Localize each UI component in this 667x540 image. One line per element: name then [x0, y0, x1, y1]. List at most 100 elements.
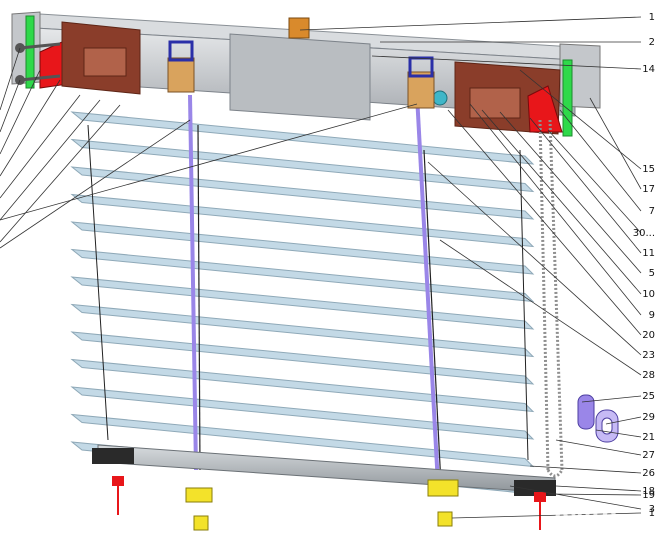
callout-leader: [499, 111, 642, 274]
stopper-left-bottom: [193, 515, 209, 531]
callout-leader-left: [0, 79, 61, 177]
callout-labels: 12141517730...11510920232825292127261831…: [633, 12, 655, 519]
orange-fixture: [288, 17, 310, 39]
end-cap-bottom-left: [92, 448, 134, 464]
callout-leader: [559, 109, 642, 212]
red-end-cap-right: [527, 85, 563, 133]
rod-lower-left: [19, 74, 61, 82]
callout-label: 28: [642, 370, 655, 381]
callout-label: 30...: [633, 228, 655, 239]
slat: [70, 386, 535, 440]
slat: [70, 138, 535, 193]
ladder-cord-far-left: [87, 124, 109, 441]
callout-label: 1: [649, 508, 655, 519]
callout-leader-left: [0, 47, 21, 111]
red-pin-left: [112, 476, 124, 486]
ladder-cord-far-right: [519, 149, 529, 461]
callout-label: 27: [642, 450, 655, 461]
callout-label: 2: [649, 37, 655, 48]
ladder-string-right: [415, 94, 440, 486]
tape-clip-left: [168, 40, 194, 62]
callout-leader: [451, 512, 642, 519]
red-pin-right: [534, 492, 546, 502]
callout-leader: [589, 97, 642, 190]
callout-label: 15: [642, 164, 655, 175]
bead-chain-loop: [546, 469, 564, 478]
green-end-cap-right: [562, 59, 573, 137]
watermark-text: Avito: [553, 503, 617, 528]
callout-label: 29: [642, 412, 655, 423]
callout-leader: [299, 16, 642, 31]
callout-label: 5: [649, 268, 655, 279]
tilt-mechanism-right: [432, 61, 563, 135]
tilt-wheel-icon: [432, 90, 448, 106]
slat: [70, 358, 535, 413]
callout-leader: [555, 439, 642, 456]
callout-label: 18: [642, 486, 655, 497]
callout-leader: [529, 465, 642, 474]
callout-leader-left: [0, 103, 418, 221]
callout-label: 3: [649, 504, 655, 515]
callout-leaders: [0, 16, 642, 519]
callout-leader: [555, 485, 642, 492]
bottom-rail: [92, 444, 556, 496]
callout-leader: [439, 239, 642, 376]
callout-leader-left: [0, 104, 121, 243]
tape-carrier-right: [407, 71, 435, 109]
bottom-rail-body: [97, 444, 556, 494]
gear-box-right: [469, 87, 521, 119]
slat: [70, 248, 535, 303]
bead-chain-line-a: [538, 119, 550, 471]
stopper-left-top: [185, 487, 213, 503]
callout-leader: [547, 129, 642, 234]
rod-upper-left: [19, 42, 61, 50]
bead-chain: [538, 119, 564, 478]
callout-label: 9: [649, 310, 655, 321]
callout-leader: [509, 485, 642, 510]
callout-label: 26: [642, 468, 655, 479]
ladder-strings: [87, 94, 529, 486]
callout-leader: [547, 493, 642, 496]
callout-leader-left: [0, 99, 101, 221]
gear-box-left: [83, 47, 127, 77]
callout-leader: [595, 429, 642, 438]
callout-label: 1: [649, 12, 655, 23]
callout-leader: [469, 103, 642, 316]
callout-leader: [529, 117, 642, 254]
stopper-right-bottom: [437, 511, 453, 527]
slats-group: [70, 111, 535, 495]
chain-connector: [577, 394, 619, 443]
callout-label: 17: [642, 184, 655, 195]
callout-leader: [605, 416, 642, 425]
stopper-right-top: [427, 479, 459, 497]
callout-label: 7: [649, 206, 655, 217]
callout-label: 11: [642, 248, 655, 259]
chain-connector-body: [577, 394, 595, 430]
slat: [70, 111, 535, 165]
callout-leader-left: [0, 119, 191, 249]
callout-label: 19: [642, 490, 655, 501]
callout-leader-left: [0, 69, 41, 155]
lift-cord-left: [197, 124, 201, 471]
callout-leader-left: [0, 79, 21, 133]
green-end-cap-left: [25, 15, 35, 89]
bead-chain-line-b: [548, 119, 564, 471]
callout-leader: [371, 55, 642, 70]
callout-leader: [447, 109, 642, 336]
callout-label: 14: [642, 64, 655, 75]
callout-leader: [427, 161, 642, 356]
callout-leader: [481, 109, 642, 295]
callout-leader: [581, 395, 642, 403]
callout-label: 21: [642, 432, 655, 443]
callout-leader-left: [0, 94, 81, 199]
slat: [70, 276, 535, 330]
cord-stoppers: [112, 17, 546, 531]
slat: [70, 166, 535, 220]
slat: [70, 221, 535, 275]
callout-label: 23: [642, 350, 655, 361]
tape-carriers: [167, 40, 435, 109]
slat: [70, 331, 535, 385]
callout-label: 25: [642, 391, 655, 402]
lift-cord-right: [423, 149, 442, 486]
